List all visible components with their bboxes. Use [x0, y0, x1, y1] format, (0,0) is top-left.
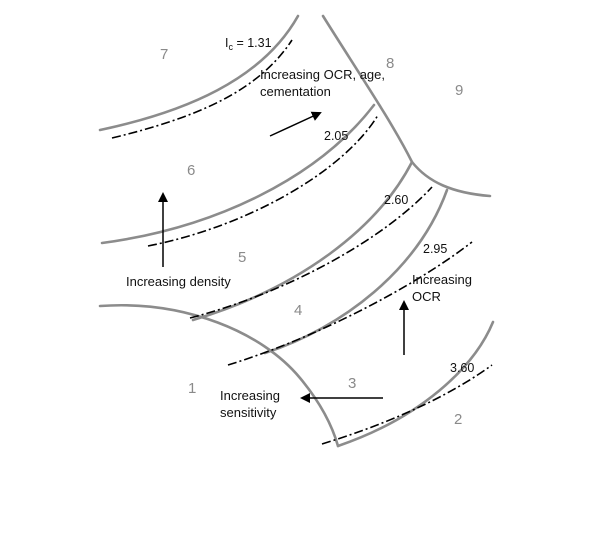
ic-contour-2.60 [189, 186, 433, 319]
boundary-1 [98, 304, 340, 448]
annotation-ocr-age-cementation-line1: Increasing OCR, age, [260, 67, 385, 82]
ic-contour-3.60 [321, 364, 493, 445]
ic-labels: Ic = 1.31 2.05 2.60 2.95 3.60 [225, 36, 474, 375]
ic-label-1.31: Ic = 1.31 [225, 36, 272, 52]
zone-numbers: 7 8 9 6 5 4 3 1 2 [160, 46, 463, 428]
annotation-increasing-ocr-line2: OCR [412, 289, 441, 304]
ic-contour-2.05 [147, 114, 379, 247]
ic-contour-2.95 [227, 241, 473, 366]
annotation-increasing-sensitivity-line1: Increasing [220, 388, 280, 403]
zone-2: 2 [454, 411, 462, 428]
zone-3: 3 [348, 375, 356, 392]
ic-label-2.95: 2.95 [423, 242, 447, 256]
zone-1: 1 [188, 380, 196, 397]
zone-9: 9 [455, 82, 463, 99]
annotation-increasing-ocr-line1: Increasing [412, 272, 472, 287]
zone-5: 5 [238, 249, 246, 266]
boundary-8 [321, 14, 492, 198]
zone-4: 4 [294, 302, 302, 319]
boundary-3-2 [336, 320, 495, 448]
arrow-ocr-age [269, 111, 322, 137]
ic-contour-1.31 [111, 39, 293, 139]
arrows [158, 111, 409, 403]
ic-label-2.05: 2.05 [324, 129, 348, 143]
annotation-ocr-age-cementation-line2: cementation [260, 84, 331, 99]
boundary-6-5 [100, 103, 376, 245]
ic-contours [111, 39, 493, 445]
annotation-increasing-density: Increasing density [126, 274, 231, 289]
ic-label-2.60: 2.60 [384, 193, 408, 207]
boundary-7-6 [98, 14, 300, 132]
zone-8: 8 [386, 55, 394, 72]
annotations: Increasing OCR, age, cementation Increas… [126, 67, 472, 420]
boundary-5-4 [191, 160, 414, 322]
zone-7: 7 [160, 46, 168, 63]
annotation-increasing-sensitivity-line2: sensitivity [220, 405, 277, 420]
zone-6: 6 [187, 162, 195, 179]
ic-label-3.60: 3.60 [450, 361, 474, 375]
